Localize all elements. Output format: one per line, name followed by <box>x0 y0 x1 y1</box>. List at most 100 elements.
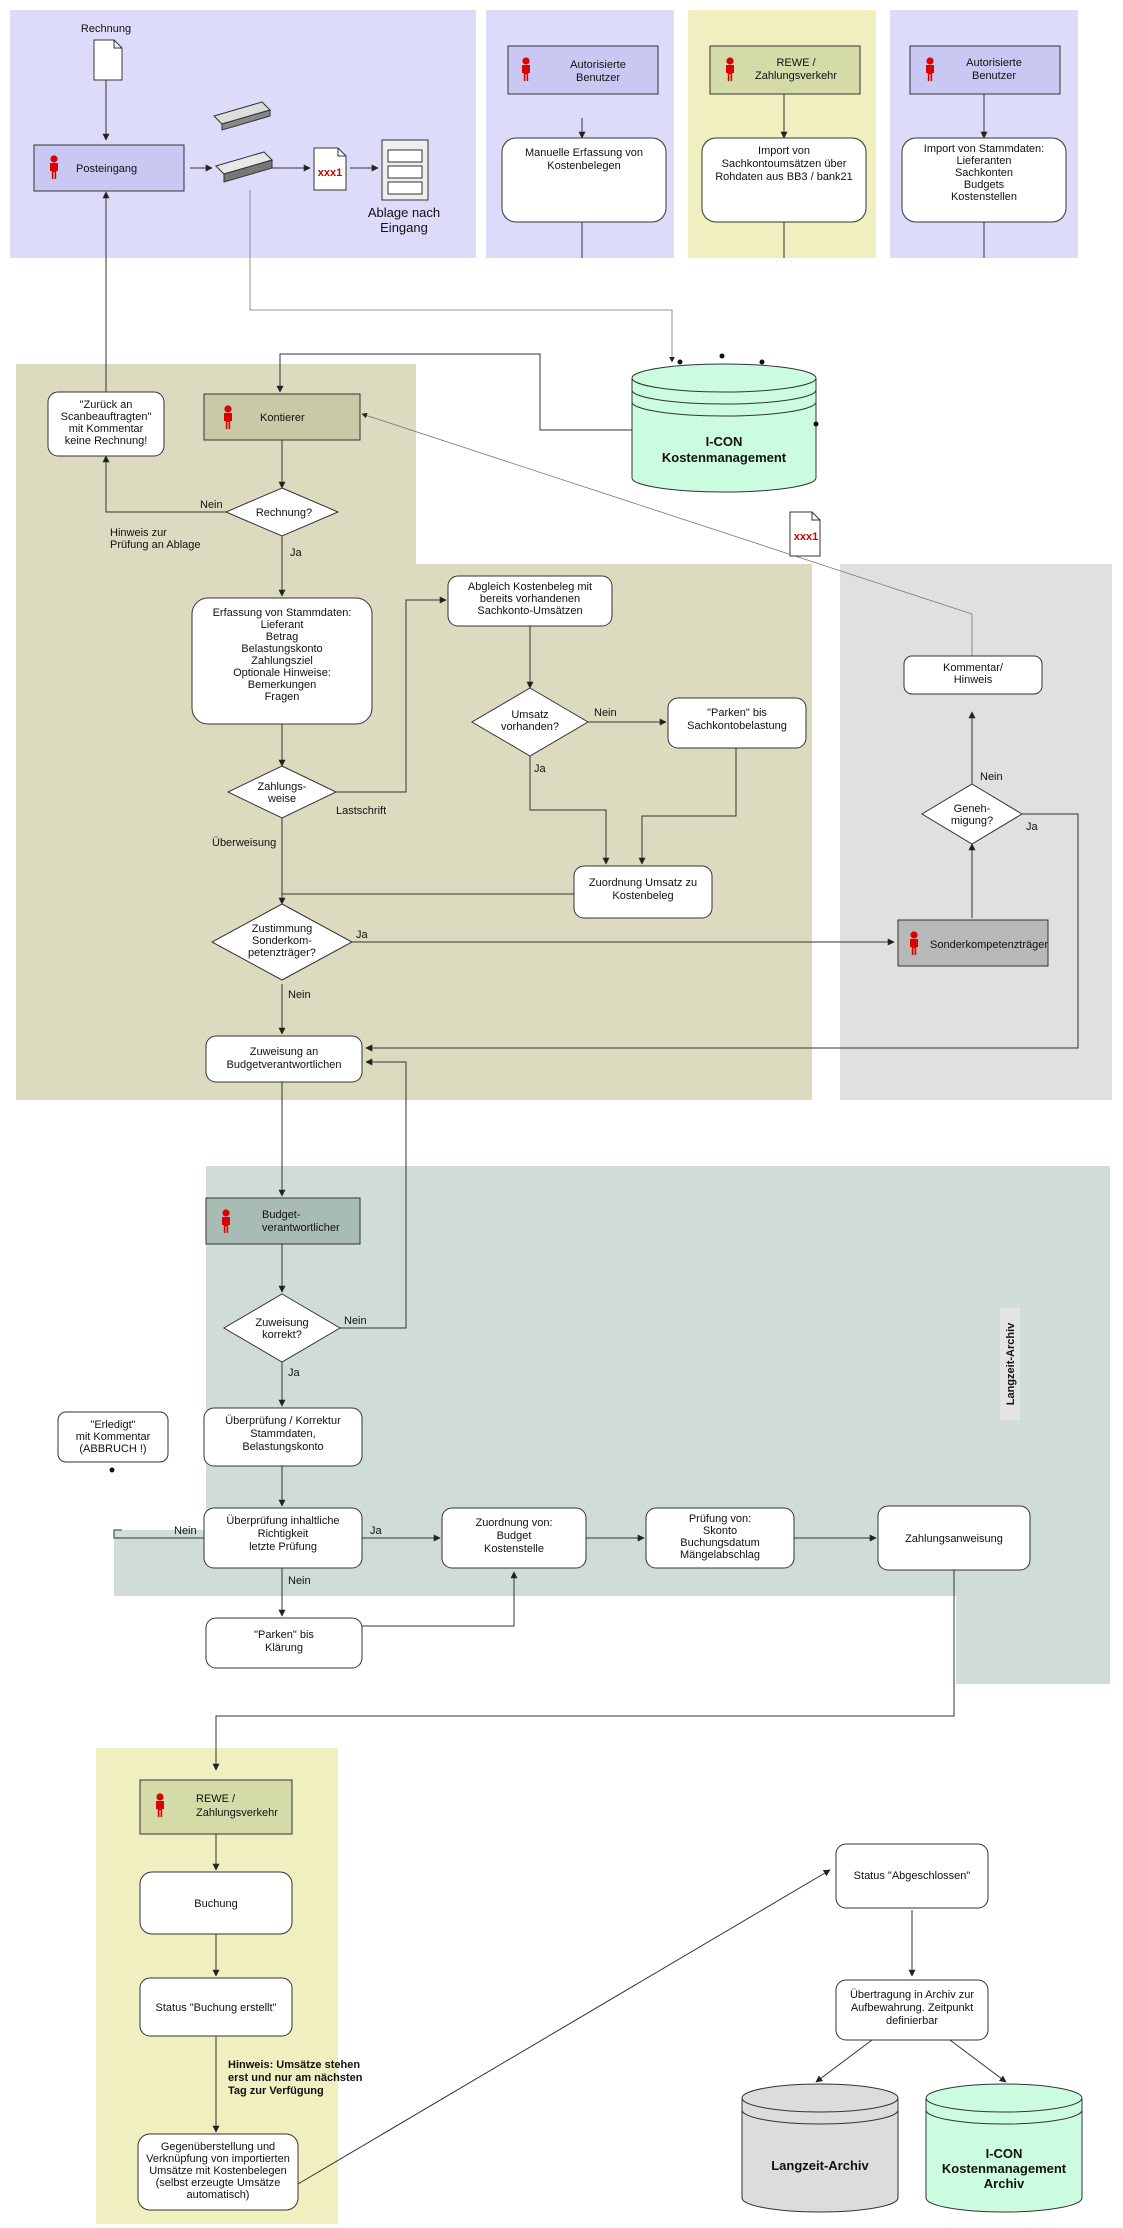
lastschrift-label: Lastschrift <box>336 805 386 817</box>
nein-label: Nein <box>288 989 311 1001</box>
document-icon: xxx1 <box>789 511 821 557</box>
ja-label: Ja <box>290 547 303 559</box>
connector-dot <box>109 1467 115 1473</box>
ja-label: Ja <box>534 763 547 775</box>
connectors <box>102 48 1079 2185</box>
document-icon <box>93 39 123 81</box>
lane-budget <box>114 1166 1110 1684</box>
svg-text:Import von Stammdaten:Lieferan: Import von Stammdaten:LieferantenSachkon… <box>924 143 1044 203</box>
nein-label: Nein <box>344 1315 367 1327</box>
svg-text:Buchung: Buchung <box>194 1898 237 1910</box>
rechnung-label: Rechnung <box>81 23 131 35</box>
svg-text:xxx1: xxx1 <box>318 167 342 179</box>
genehmigung-decision: Geneh-migung? <box>921 783 1023 845</box>
status-abgeschlossen-box: Status "Abgeschlossen" <box>835 1843 989 1909</box>
document-icon: xxx1 <box>313 147 347 191</box>
status-buchung-box: Status "Buchung erstellt" <box>139 1977 293 2037</box>
nein-label: Nein <box>980 771 1003 783</box>
svg-text:Zahlungs-weise: Zahlungs-weise <box>258 781 307 805</box>
svg-text:"Erledigt"mit Kommentar(ABBRUC: "Erledigt"mit Kommentar(ABBRUCH !) <box>76 1419 151 1455</box>
sonderkompetenztraeger-actor: Sonderkompetenzträger <box>897 919 1049 967</box>
svg-text:Langzeit-Archiv: Langzeit-Archiv <box>1005 1322 1017 1405</box>
nein-label: Nein <box>288 1575 311 1587</box>
svg-text:Langzeit-Archiv: Langzeit-Archiv <box>771 2158 869 2173</box>
ja-label: Ja <box>356 929 369 941</box>
rechnung-decision: Rechnung? <box>224 487 340 537</box>
svg-text:Rechnung?: Rechnung? <box>256 507 312 519</box>
erledigt-box: "Erledigt"mit Kommentar(ABBRUCH !) <box>57 1411 169 1463</box>
svg-text:Budget-verantwortlicher: Budget-verantwortlicher <box>262 1209 340 1234</box>
posteingang-label: Posteingang <box>76 163 137 175</box>
nein-label: Nein <box>594 707 617 719</box>
svg-text:Status "Abgeschlossen": Status "Abgeschlossen" <box>854 1870 971 1882</box>
scanner-icon <box>213 101 273 183</box>
buchung-box: Buchung <box>139 1871 293 1935</box>
ja-label: Ja <box>370 1525 383 1537</box>
ja-label: Ja <box>1026 821 1039 833</box>
svg-text:REWE /Zahlungsverkehr: REWE /Zahlungsverkehr <box>196 1793 278 1819</box>
langzeit-archiv-vertical-label: Langzeit-Archiv <box>1000 1308 1020 1420</box>
nein-label: Nein <box>200 499 223 511</box>
nein-label: Nein <box>174 1525 197 1537</box>
svg-text:Sonderkompetenzträger: Sonderkompetenzträger <box>930 939 1048 951</box>
svg-text:Zahlungsanweisung: Zahlungsanweisung <box>905 1533 1003 1545</box>
svg-text:REWE /Zahlungsverkehr: REWE /Zahlungsverkehr <box>755 57 837 82</box>
svg-text:Kommentar/Hinweis: Kommentar/Hinweis <box>943 662 1004 686</box>
ueberweisung-label: Überweisung <box>212 837 276 849</box>
file-cabinet-icon <box>381 139 429 201</box>
budgetverantwortlicher-actor: Budget-verantwortlicher <box>205 1197 361 1245</box>
kommentar-hinweis-box: Kommentar/Hinweis <box>903 655 1043 695</box>
zahlungsweise-decision: Zahlungs-weise <box>226 765 338 819</box>
kontierer-actor: Kontierer <box>203 393 361 441</box>
svg-text:Kontierer: Kontierer <box>260 412 305 424</box>
lane-scan <box>10 10 476 258</box>
svg-text:Erfassung von Stammdaten:Liefe: Erfassung von Stammdaten:LieferantBetrag… <box>213 607 352 703</box>
svg-text:Geneh-migung?: Geneh-migung? <box>951 803 993 827</box>
svg-text:Status "Buchung erstellt": Status "Buchung erstellt" <box>156 2002 277 2014</box>
posteingang-actor: Posteingang <box>33 144 185 192</box>
